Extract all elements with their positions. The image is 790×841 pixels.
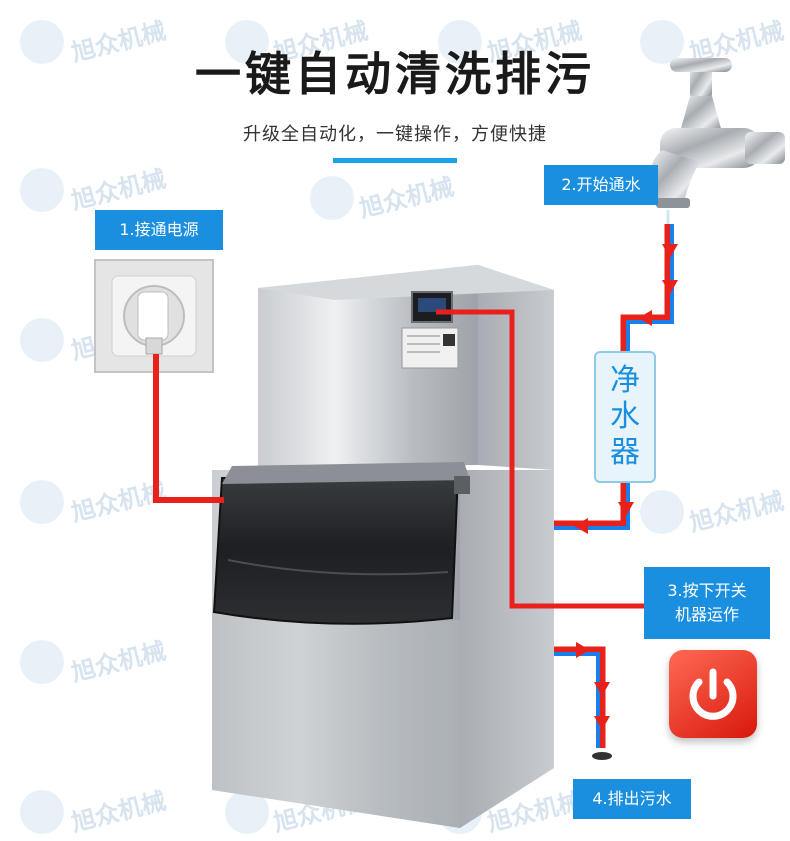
water-inlet-pipe (554, 224, 678, 534)
step-label-power: 1.接通电源 (95, 210, 223, 250)
watermark-logo-icon (438, 20, 482, 64)
control-signal-line (436, 309, 644, 609)
power-button[interactable] (669, 650, 757, 738)
page-title: 一键自动清洗排污 (195, 47, 595, 101)
watermark-logo-icon (20, 20, 64, 64)
step-label-water-on: 2.开始通水 (544, 165, 658, 205)
power-icon (689, 668, 737, 720)
step-label-switch-line1: 3.按下开关 (667, 581, 747, 600)
watermark-logo-icon (20, 640, 64, 684)
title-underline (333, 158, 457, 163)
watermark-logo-icon (640, 20, 684, 64)
power-cable (153, 354, 224, 503)
purifier-char: 净 (610, 363, 640, 398)
purifier-char: 水 (610, 399, 640, 434)
watermark-logo-icon (225, 20, 269, 64)
step-label-switch: 3.按下开关 机器运作 (644, 567, 770, 639)
ice-bin-door (212, 462, 470, 625)
water-faucet-icon (650, 58, 785, 230)
water-purifier: 净 水 器 (594, 351, 656, 483)
control-panel-display (401, 291, 459, 369)
watermark-logo-icon (20, 168, 64, 212)
step-label-drain: 4.排出污水 (573, 779, 691, 819)
watermark-logo-icon (20, 790, 64, 834)
purifier-char: 器 (610, 435, 640, 470)
watermark-logo-icon (20, 318, 64, 362)
drain-pipe (554, 642, 612, 760)
wall-socket-icon (94, 259, 214, 373)
watermark-logo-icon (640, 490, 684, 534)
step-label-switch-line2: 机器运作 (674, 605, 739, 624)
page-subtitle: 升级全自动化，一键操作，方便快捷 (243, 124, 547, 145)
watermark-logo-icon (310, 176, 354, 220)
watermark-logo-icon (20, 480, 64, 524)
